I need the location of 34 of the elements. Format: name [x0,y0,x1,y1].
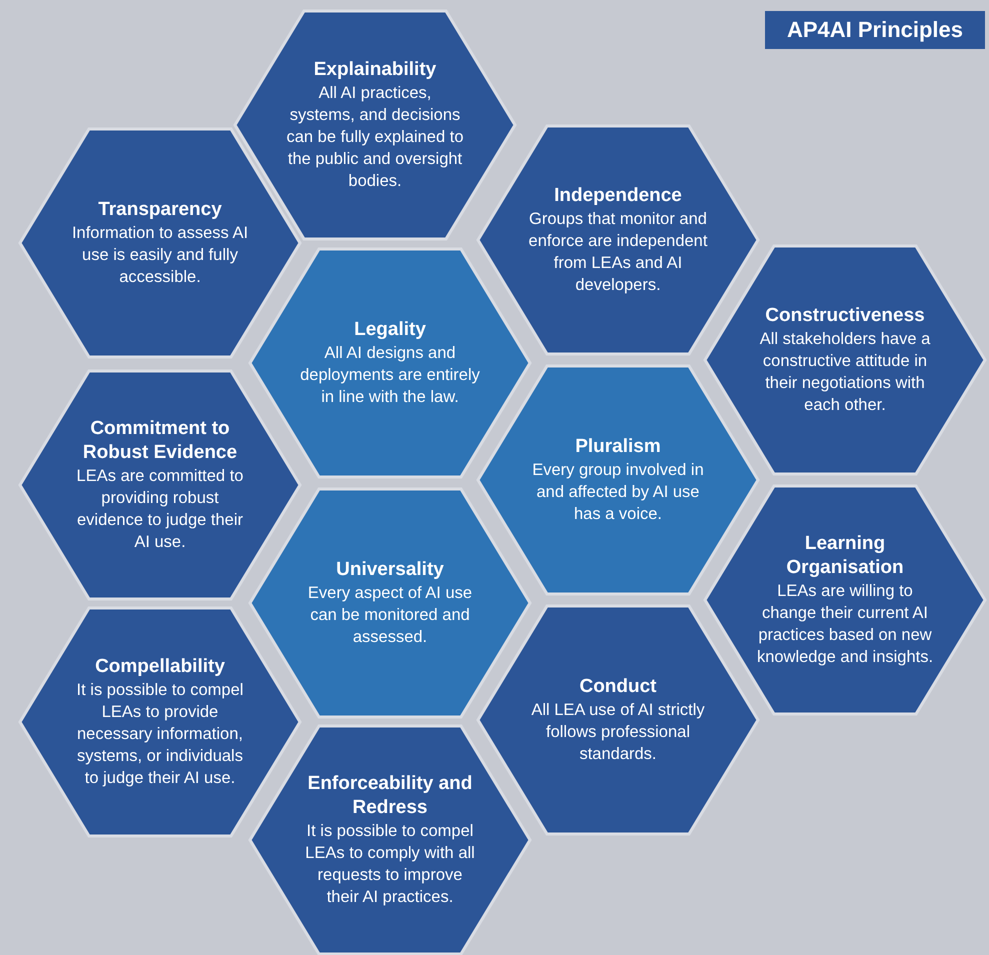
hexagon-tile [248,247,532,479]
hexagon-tile [248,487,532,719]
principle-heading: Independence [554,184,682,208]
hexagon-tile [18,606,302,838]
principle-heading: Learning Organisation [785,532,905,580]
principle-heading: Enforceability and Redress [306,772,474,820]
principle-heading: Commitment to Robust Evidence [82,417,238,465]
principle-description: Information to assess AI use is easily and fully accessible. [70,223,250,288]
principle-description: All stakeholders have a constructive attitude in their negotiations with each other. [758,329,932,416]
principle-description: LEAs are committed to providing robust evidence to judge their AI use. [76,466,244,553]
principle-heading: Compellability [95,655,225,679]
principle-heading: Explainability [314,58,436,82]
hexagon-tile [18,369,302,601]
principle-description: Groups that monitor and enforce are independent from LEAs and AI developers. [528,209,708,296]
principle-description: LEAs are willing to change their current AI practices based on new knowledge and insights. [756,581,934,668]
principle-description: It is possible to compel LEAs to comply with all requests to improve their AI practices. [304,821,476,908]
hexagon-tile [703,484,987,716]
hexagon-tile [248,724,532,955]
title-banner: AP4AI Principles [765,11,985,49]
principle-description: All AI practices, systems, and decisions can be fully explained to the public and oversight bodies. [285,83,465,192]
principle-description: All LEA use of AI strictly follows professional standards. [530,700,706,765]
principle-heading: Legality [354,318,426,342]
principle-description: Every group involved in and affected by AI use has a voice. [531,460,705,525]
principle-heading: Conduct [579,675,657,699]
principle-description: Every aspect of AI use can be monitored and assessed. [306,583,474,648]
hexagon-tile [476,604,760,836]
principle-heading: Pluralism [575,435,661,459]
principle-description: All AI designs and deployments are entirely in line with the law. [300,343,480,408]
principle-description: It is possible to compel LEAs to provide necessary information, systems, or individuals to judge their AI use. [76,680,244,789]
principle-heading: Universality [336,558,444,582]
hexagon-tile [476,124,760,356]
principle-heading: Transparency [98,198,222,222]
principle-heading: Constructiveness [765,304,925,328]
hexagon-tile [233,9,517,241]
